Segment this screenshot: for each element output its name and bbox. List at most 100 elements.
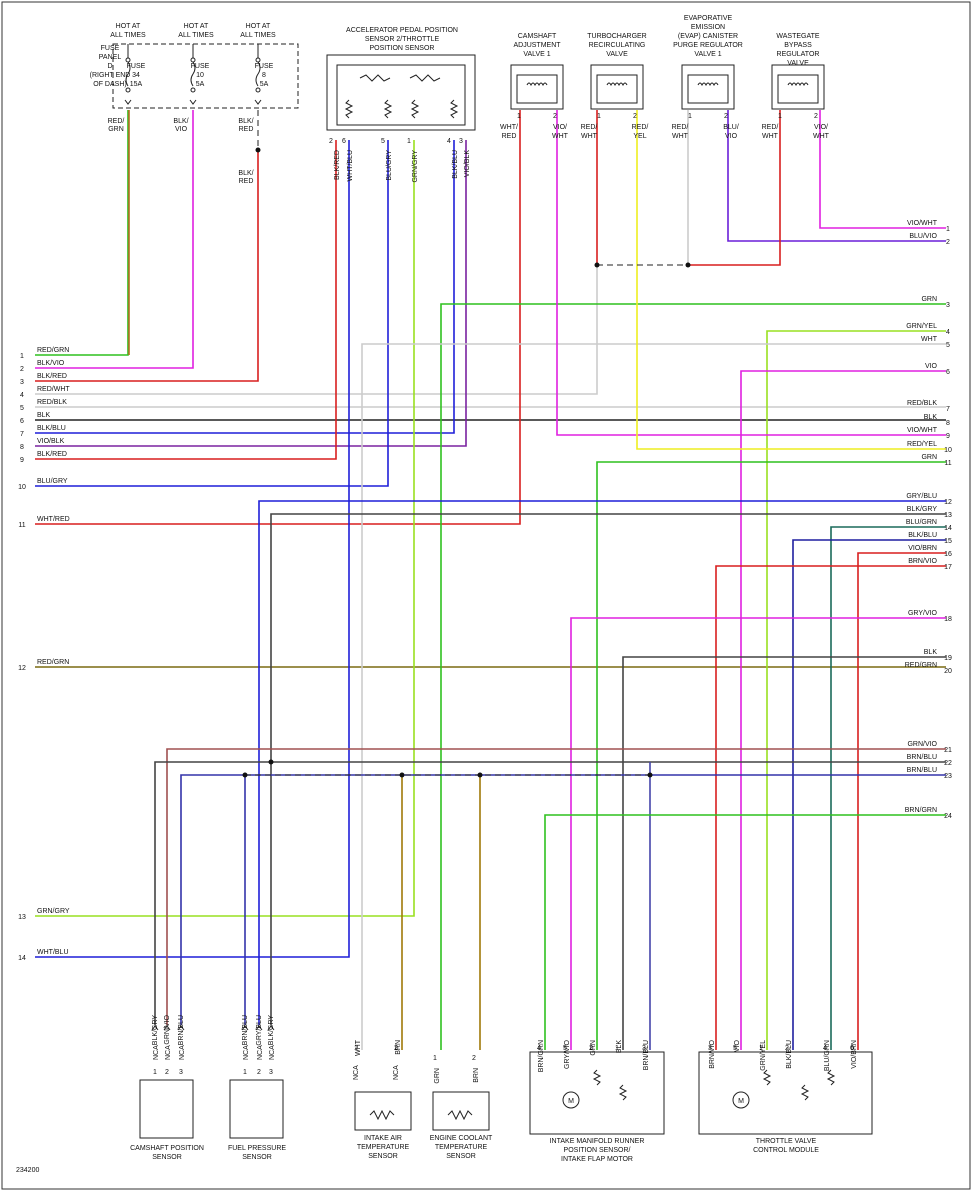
right-wire-label: GRN/YEL (906, 323, 937, 330)
fuse-terminal (125, 57, 131, 63)
wire-brn-grn (544, 814, 946, 1050)
turbo-valve-wire-label: RED/ (581, 124, 598, 131)
wire-red-grn (35, 110, 129, 356)
left-pin-number: 8 (20, 444, 24, 451)
right-pin-number: 22 (944, 760, 952, 767)
valve-pin-number: 1 (597, 113, 601, 120)
fuel-sensor-wire-label: BLK/GRY (268, 1015, 275, 1046)
resistor-icon (344, 99, 354, 119)
right-wire-label: BRN/VIO (908, 558, 937, 565)
left-pin-number: 4 (20, 392, 24, 399)
fuse-label: 34 (132, 72, 140, 79)
fuse-icon (255, 61, 261, 87)
left-pin-number: 2 (20, 366, 24, 373)
hot-at-all-times-label: ALL TIMES (178, 32, 214, 39)
right-pin-number: 16 (944, 551, 952, 558)
appss-wire-label: BLU/GRY (386, 150, 393, 181)
turbo-valve-wire-label: YEL (633, 133, 646, 140)
left-wire-label: VIO/BLK (37, 438, 65, 445)
wastegate-valve-box (771, 64, 825, 110)
resistor-icon (410, 99, 420, 119)
imrc-box (529, 1051, 665, 1135)
left-wire-label: BLK/RED (37, 451, 67, 458)
ect-label: TEMPERATURE (435, 1144, 488, 1151)
iat-sensor-box (354, 1091, 412, 1131)
resistor-icon (449, 99, 459, 119)
sensor-pin-number: 2 (257, 1069, 261, 1076)
turbo-valve-box (590, 64, 644, 110)
appss-wire-label: WHT/BLU (347, 150, 354, 182)
evap-valve-wire-label: WHT (672, 133, 689, 140)
left-pin-number: 7 (20, 431, 24, 438)
cam-valve-wire-label: WHT (552, 133, 569, 140)
thermistor-icon (447, 1109, 473, 1121)
right-pin-number: 8 (946, 420, 950, 427)
right-pin-number: 4 (946, 329, 950, 336)
wastegate-valve-title: WASTEGATE (776, 33, 820, 40)
right-pin-number: 19 (944, 655, 952, 662)
fuse-panel-label: D (107, 63, 112, 70)
valve-pin-number: 1 (778, 113, 782, 120)
turbo-valve-title: TURBOCHARGER (587, 33, 647, 40)
right-wire-label: VIO/BRN (908, 545, 937, 552)
splice-dot (647, 772, 653, 778)
fuse-label: 10 (196, 72, 204, 79)
right-wire-label: RED/GRN (905, 662, 937, 669)
ect-sensor-box (432, 1091, 490, 1131)
right-pin-number: 21 (944, 747, 952, 754)
left-pin-number: 5 (20, 405, 24, 412)
hot-at-all-times-label: HOT AT (116, 23, 141, 30)
iat-label: SENSOR (368, 1153, 398, 1160)
wire-vio (740, 370, 946, 1050)
left-wire-label: RED/GRN (37, 347, 69, 354)
nca-label: NCA (353, 1065, 360, 1080)
right-pin-number: 11 (944, 460, 951, 467)
iat-wire-label: BRN (395, 1040, 402, 1055)
ect-wire-label: GRN (434, 1068, 441, 1084)
valve-pin-number: 1 (688, 113, 692, 120)
nca-label: NCA (393, 1065, 400, 1080)
right-wire-label: BLK (924, 414, 938, 421)
right-wire-label: BLU/VIO (909, 233, 937, 240)
cam-valve-title: CAMSHAFT (518, 33, 557, 40)
connector-pin (163, 1025, 171, 1031)
splice-dot (255, 147, 261, 153)
wire-brn-vio (715, 565, 946, 1050)
fuse-panel-label: (RIGHT END (90, 72, 131, 79)
wire-vio-brn (857, 552, 946, 1050)
wastegate-valve-wire-label: VIO/ (814, 124, 828, 131)
evap-valve-wire-label: BLU/ (723, 124, 739, 131)
nca-label: NCA (165, 1045, 172, 1060)
wire-label: VIO (175, 126, 188, 133)
right-pin-number: 24 (944, 813, 952, 820)
wire-label: RED/ (108, 118, 125, 125)
right-pin-number: 6 (946, 369, 950, 376)
evap-valve-title: EVAPORATIVE (684, 15, 733, 22)
wire-blk-red (35, 150, 259, 382)
right-pin-number: 23 (944, 773, 952, 780)
appss-wire-label: VIO/BLK (464, 150, 471, 178)
connector-pin (241, 1025, 249, 1031)
fuse-terminal (190, 57, 196, 63)
imrc-wire-label: BRN/GRN (538, 1040, 545, 1072)
left-pin-number: 10 (18, 484, 26, 491)
right-pin-number: 3 (946, 302, 950, 309)
wastegate-valve-title: BYPASS (784, 42, 812, 49)
wire-grn-gry (35, 140, 415, 917)
tvcm-label: THROTTLE VALVE (756, 1138, 817, 1145)
left-pin-number: 14 (18, 955, 26, 962)
imrc-pin-number: 4 (537, 1045, 541, 1052)
splice-dot (477, 772, 483, 778)
wire-wht-blu (35, 140, 350, 958)
imrc-label: INTAKE MANIFOLD RUNNER (550, 1138, 645, 1145)
appss-pin-number: 4 (447, 138, 451, 145)
right-wire-label: BLK/GRY (907, 506, 938, 513)
tvcm-wire-label: VIO/BRN (851, 1040, 858, 1069)
camshaft-sensor-wire-label: BRN/BLU (178, 1015, 185, 1045)
right-wire-label: GRN (921, 454, 937, 461)
left-wire-label: BLK (37, 412, 51, 419)
turbo-valve-wire-label: RED/ (632, 124, 649, 131)
iat-label: TEMPERATURE (357, 1144, 410, 1151)
